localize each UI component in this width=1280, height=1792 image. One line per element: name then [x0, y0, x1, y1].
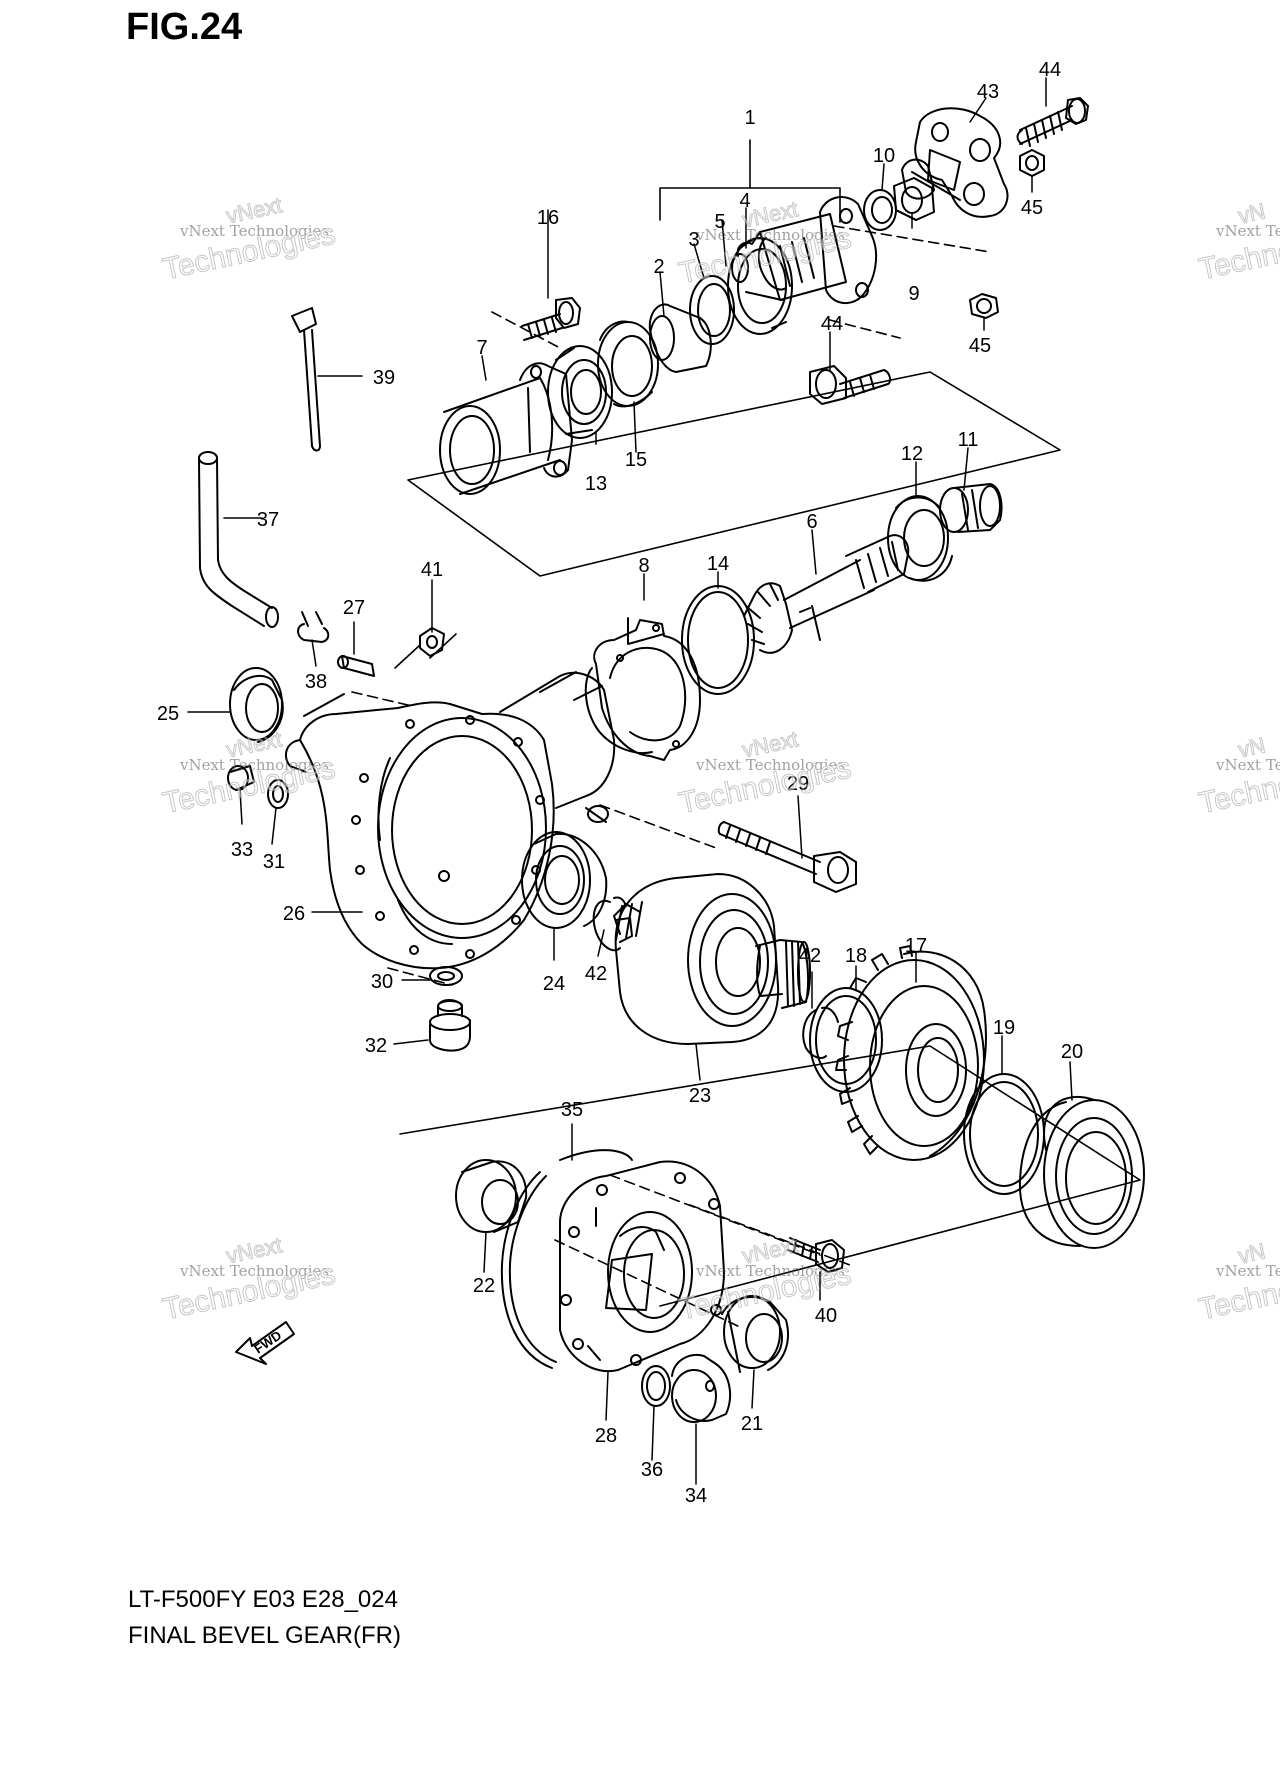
- callout-10: 10: [873, 145, 895, 167]
- part-31-ring: [267, 779, 289, 809]
- part-11-collar: [939, 483, 1003, 533]
- part-6-drive-pinion: [743, 534, 910, 654]
- part-42-circlip-right: [802, 1006, 839, 1059]
- assembly-bracket-lines: [351, 139, 1141, 1329]
- callout-19: 19: [993, 1017, 1015, 1039]
- part-28-housing-cover: [559, 1160, 725, 1373]
- callout-6: 6: [806, 511, 817, 533]
- callout-32: 32: [365, 1035, 387, 1057]
- callout-45a: 45: [1021, 197, 1043, 219]
- callout-45b: 45: [969, 335, 991, 357]
- part-10-washer: [863, 189, 897, 231]
- callout-leader-lines: [187, 77, 1073, 1485]
- part-29-through-bolt: [717, 821, 857, 893]
- callout-29: 29: [787, 773, 809, 795]
- part-21-oil-seal: [721, 1295, 789, 1373]
- part-20-bearing: [1018, 1095, 1145, 1249]
- callout-34: 34: [685, 1485, 707, 1507]
- part-38-hose-clip: [297, 611, 330, 643]
- callout-9: 9: [908, 283, 919, 305]
- callout-22: 22: [473, 1275, 495, 1297]
- part-32-drain-plug: [429, 999, 471, 1052]
- callout-36: 36: [641, 1459, 663, 1481]
- part-13-bearing: [547, 345, 613, 439]
- callout-33: 33: [231, 839, 253, 861]
- part-5-ring: [731, 253, 749, 283]
- callout-3: 3: [688, 229, 699, 251]
- callout-21: 21: [741, 1413, 763, 1435]
- callout-40: 40: [815, 1305, 837, 1327]
- callout-31: 31: [263, 851, 285, 873]
- callout-17: 17: [905, 935, 927, 957]
- callout-43: 43: [977, 81, 999, 103]
- callout-7: 7: [476, 337, 487, 359]
- callout-28: 28: [595, 1425, 617, 1447]
- part-2-spacer: [648, 303, 712, 373]
- model-code: LT-F500FY E03 E28_024: [128, 1586, 398, 1613]
- callout-14: 14: [707, 553, 729, 575]
- part-43-flange-yoke: [901, 107, 1009, 218]
- callout-16: 16: [537, 207, 559, 229]
- callout-42b: 42: [799, 945, 821, 967]
- callout-23: 23: [689, 1085, 711, 1107]
- part-24-bearing: [521, 831, 608, 929]
- callout-37: 37: [257, 509, 279, 531]
- part-15-bearing: [597, 320, 659, 408]
- part-19-shim: [963, 1073, 1045, 1195]
- callout-15: 15: [625, 449, 647, 471]
- callout-13: 13: [585, 473, 607, 495]
- part-33-plug: [227, 765, 255, 791]
- callout-39: 39: [373, 367, 395, 389]
- callout-4: 4: [739, 190, 750, 212]
- part-30-gasket: [429, 966, 463, 986]
- part-3-shim: [689, 275, 735, 345]
- callout-2: 2: [653, 256, 664, 278]
- part-16-bolt: [521, 297, 581, 341]
- callout-41: 41: [421, 559, 443, 581]
- part-40-bolt: [787, 1237, 845, 1273]
- part-1-output-flange: [736, 196, 878, 305]
- callout-1: 1: [744, 107, 755, 129]
- part-23-differential-case: [613, 873, 811, 1045]
- part-39-breather-clamp: [291, 307, 321, 452]
- callout-20: 20: [1061, 1041, 1083, 1063]
- callout-8: 8: [638, 555, 649, 577]
- callout-24: 24: [543, 973, 565, 995]
- callout-26: 26: [283, 903, 305, 925]
- part-26-differential-housing: [284, 671, 616, 970]
- callout-27: 27: [343, 597, 365, 619]
- callout-38: 38: [305, 671, 327, 693]
- part-37-breather-hose: [198, 451, 279, 628]
- part-12-bearing: [887, 495, 953, 582]
- callout-18: 18: [845, 945, 867, 967]
- part-44-bolt-lower: [809, 365, 892, 405]
- part-27-dowel-pin: [337, 655, 375, 677]
- figure-caption: FINAL BEVEL GEAR(FR): [128, 1622, 401, 1649]
- part-7-bearing-case: [439, 362, 573, 495]
- part-14-o-ring: [681, 585, 755, 695]
- callout-25: 25: [157, 703, 179, 725]
- part-22-bearing: [455, 1159, 528, 1233]
- part-45-nut-lower: [969, 293, 999, 319]
- part-45-nut-upper: [1019, 149, 1045, 177]
- callout-30: 30: [371, 971, 393, 993]
- part-36-o-ring: [641, 1365, 671, 1407]
- callout-42a: 42: [585, 963, 607, 985]
- callout-44b: 44: [821, 313, 843, 335]
- part-44-bolt-top: [1016, 97, 1089, 147]
- callout-12: 12: [901, 443, 923, 465]
- figure-title: FIG.24: [126, 6, 243, 48]
- part-25-oil-seal: [229, 667, 284, 743]
- callout-35: 35: [561, 1099, 583, 1121]
- callout-numbers: 1 2 3 4 5 6 7 8 9 10 11 12 13 14 15 16 1…: [157, 59, 1083, 1507]
- callout-11: 11: [958, 429, 979, 451]
- part-17-ring-gear: [835, 945, 987, 1161]
- callout-44a: 44: [1039, 59, 1061, 81]
- callout-5: 5: [714, 211, 725, 233]
- part-8-shim-gasket: [584, 617, 701, 761]
- part-34-cap: [671, 1354, 732, 1423]
- fwd-direction-arrow: [235, 1321, 295, 1365]
